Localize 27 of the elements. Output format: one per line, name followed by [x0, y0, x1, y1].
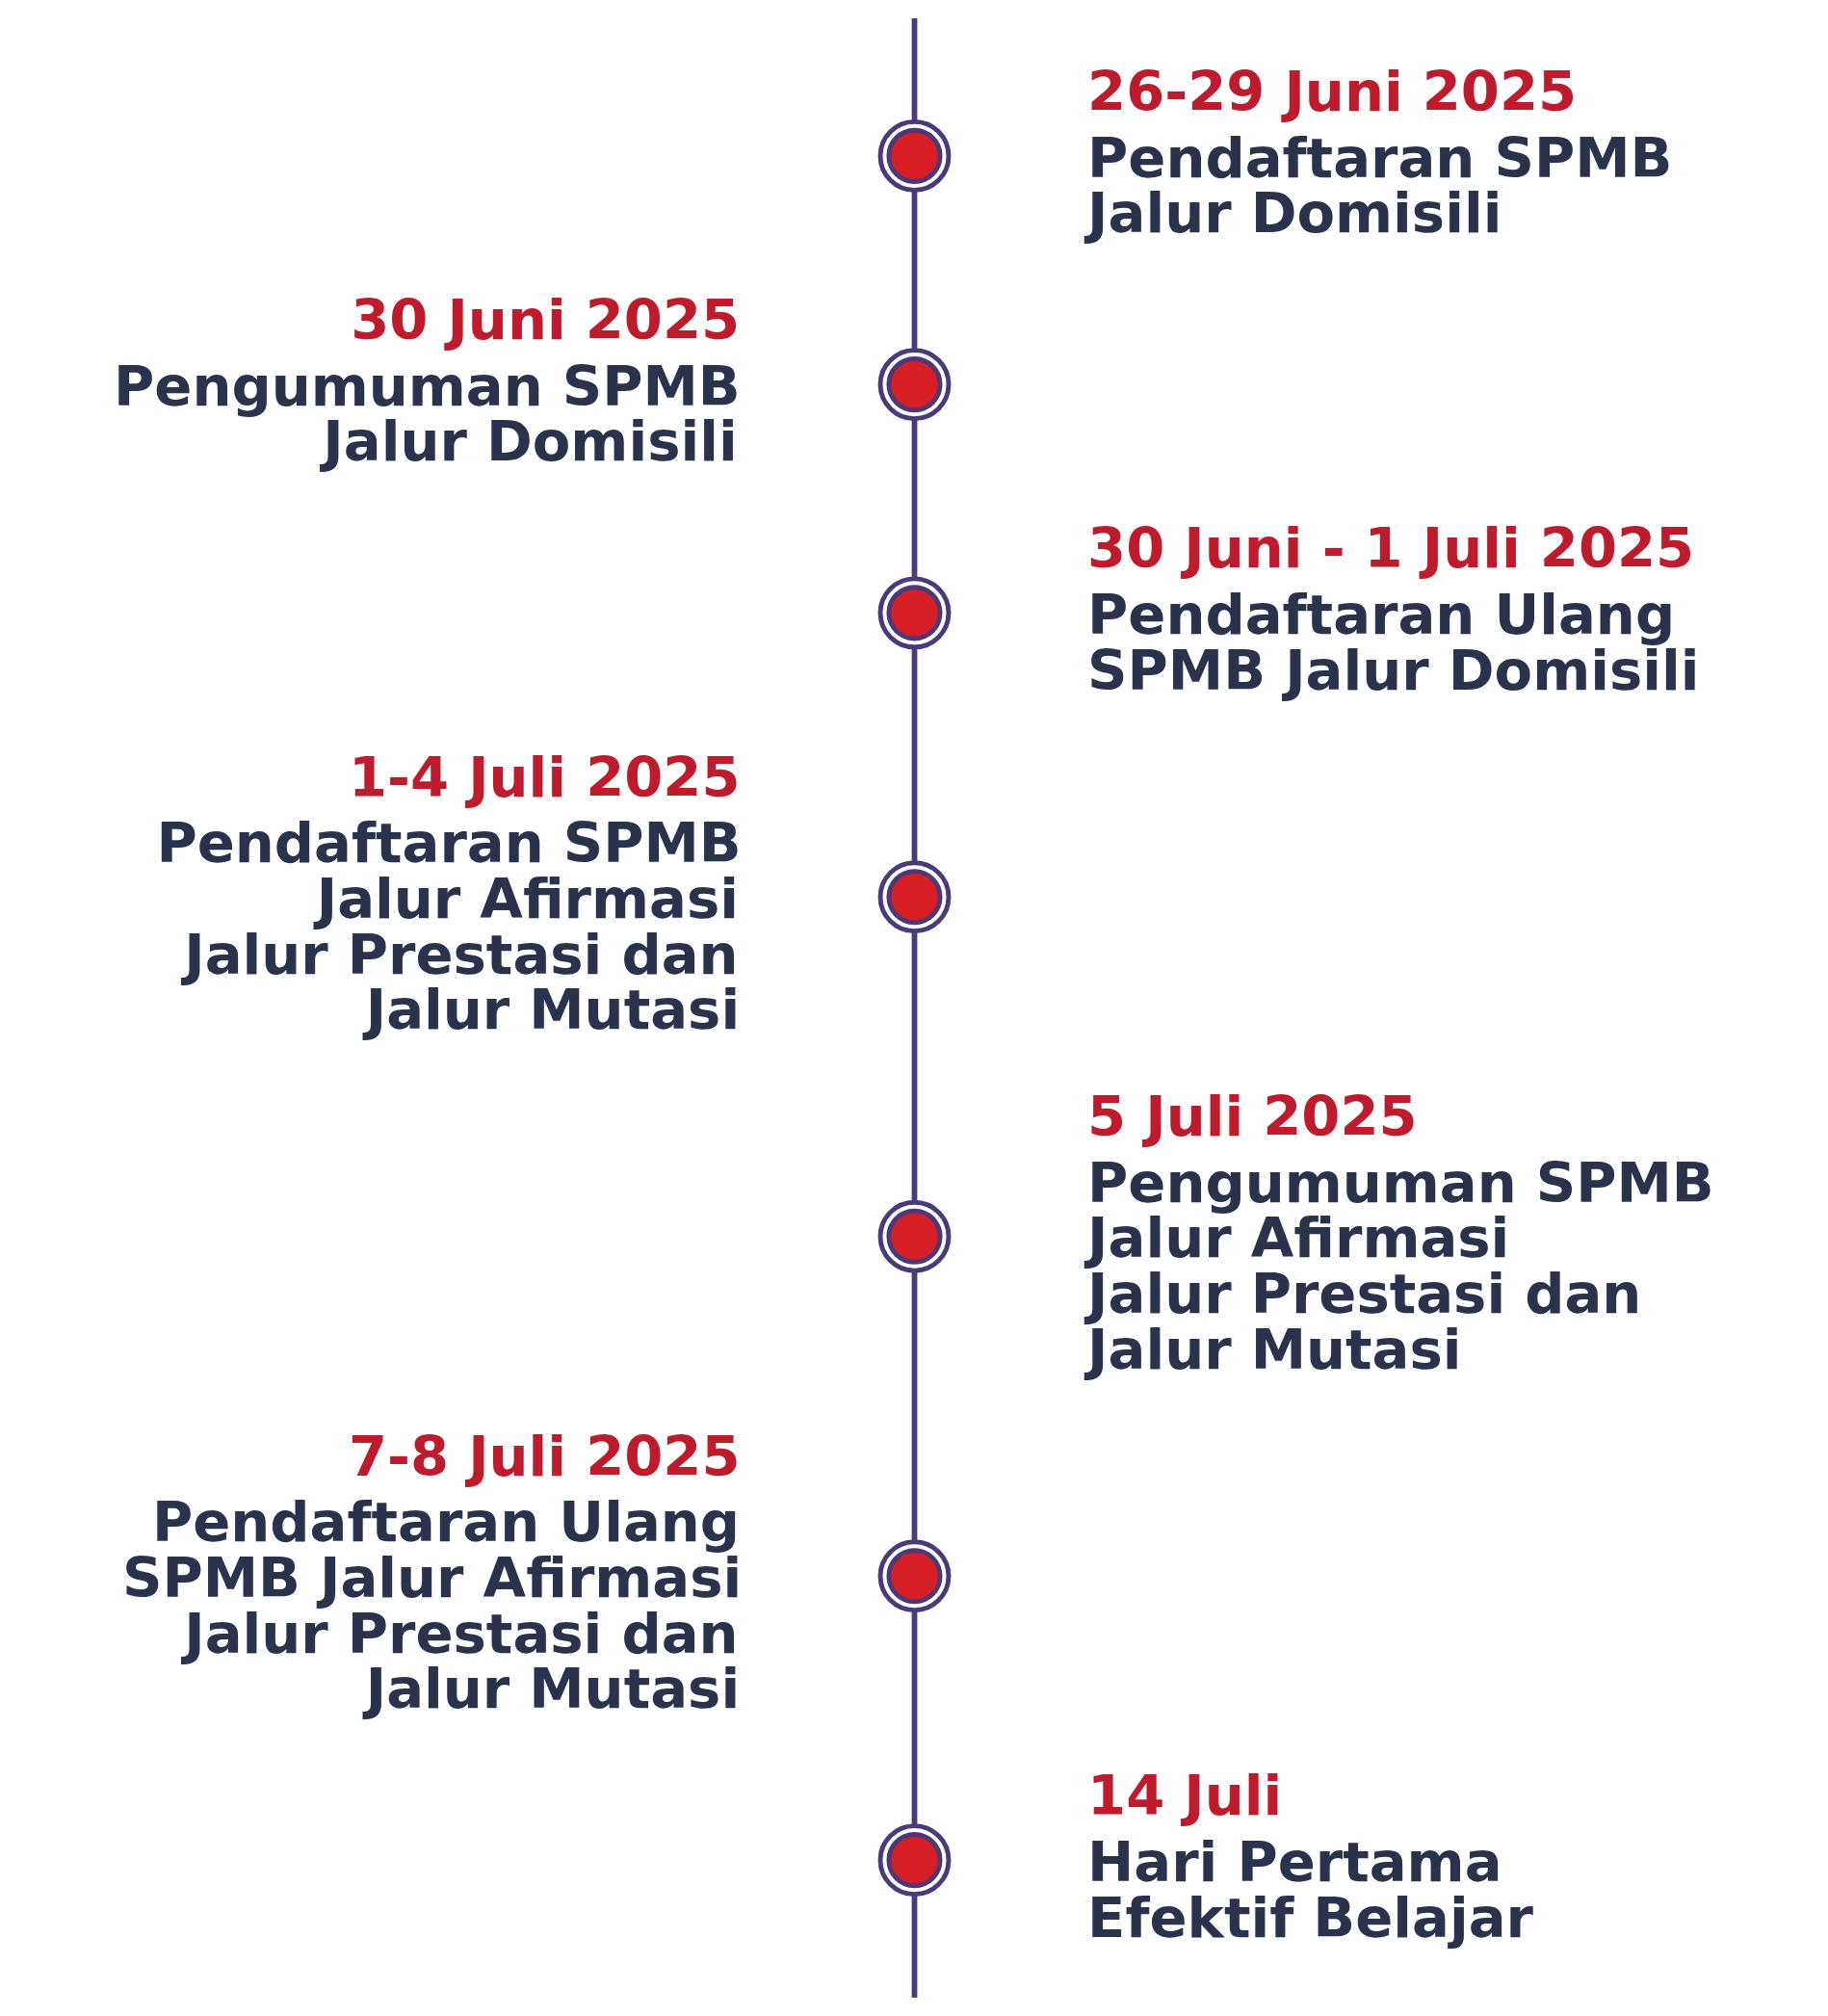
node-label: 7-8 Juli 2025: [348, 1423, 741, 1489]
connector: [911, 418, 917, 579]
node-label: Pendaftaran SPMB Jalur Afirmasi Jalur Prestasi dan Jalur Mutasi: [155, 810, 742, 1043]
node-label: 26-29 Juni 2025: [1086, 58, 1577, 124]
connector: [911, 1894, 917, 1998]
connector: [911, 18, 917, 121]
node-label: 14 Juli: [1086, 1763, 1282, 1829]
connector: [911, 646, 917, 863]
node-label: 1-4 Juli 2025: [348, 744, 741, 810]
node-circle: [877, 1823, 951, 1898]
node-circle: [877, 860, 951, 934]
node-label: 5 Juli 2025: [1086, 1084, 1418, 1150]
node-label: 30 Juni - 1 Juli 2025: [1086, 515, 1694, 582]
connector: [911, 1610, 917, 1826]
node-label: Hari Pertama Efektif Belajar: [1086, 1828, 1533, 1951]
connector: [911, 1270, 917, 1542]
node-circle: [877, 1199, 951, 1273]
node-label: Pendaftaran Ulang SPMB Jalur Domisili: [1086, 582, 1700, 703]
connector: [911, 930, 917, 1202]
node-label: Pendaftaran Ulang SPMB Jalur Afirmasi Jalur Prestasi dan Jalur Mutasi: [121, 1489, 742, 1722]
node-circle: [877, 576, 951, 650]
node-circle: [877, 118, 951, 193]
connector: [911, 190, 917, 351]
node-circle: [877, 348, 951, 421]
node-circle: [877, 1539, 951, 1613]
node-label: 30 Juni 2025: [350, 287, 740, 353]
node-label: Pengumuman SPMB Jalur Domisili: [113, 353, 741, 475]
